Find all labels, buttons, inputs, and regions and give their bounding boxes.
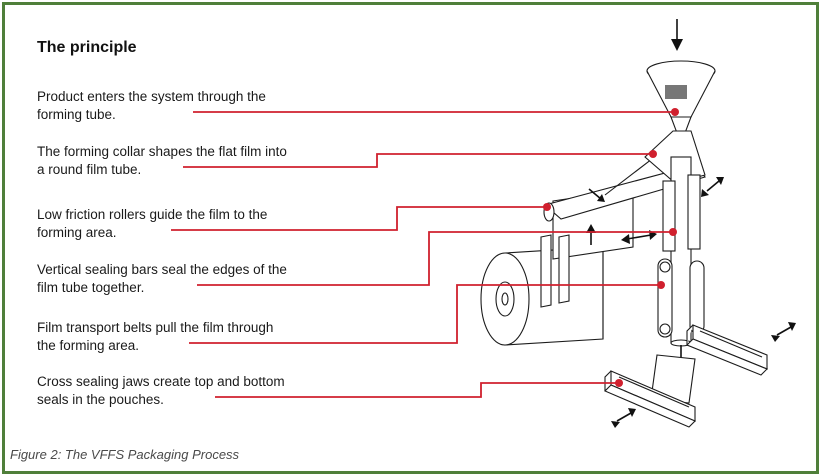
pouch <box>650 345 696 404</box>
forming-tube <box>644 116 706 347</box>
label-rollers: Low friction rollers guide the film to t… <box>37 207 268 240</box>
vffs-machine-illustration <box>171 19 796 428</box>
label-product-entry: Product enters the system through the fo… <box>37 89 266 122</box>
figure-caption: Figure 2: The VFFS Packaging Process <box>10 447 240 462</box>
transport-belts <box>657 258 705 338</box>
label-vertical-sealing-bars: Vertical sealing bars seal the edges of … <box>37 262 287 295</box>
film-web-and-rollers <box>540 148 706 308</box>
label-cross-sealing-jaws: Cross sealing jaws create top and bottom… <box>37 374 285 407</box>
cross-sealing-jaws <box>604 324 768 428</box>
motion-arrows <box>586 177 796 428</box>
leader-lines <box>171 108 679 398</box>
diagram-title: The principle <box>37 39 137 56</box>
label-forming-collar: The forming collar shapes the flat film … <box>37 144 287 177</box>
label-transport-belts: Film transport belts pull the film throu… <box>37 320 274 353</box>
forming-funnel <box>646 19 716 118</box>
film-roll <box>480 246 604 346</box>
